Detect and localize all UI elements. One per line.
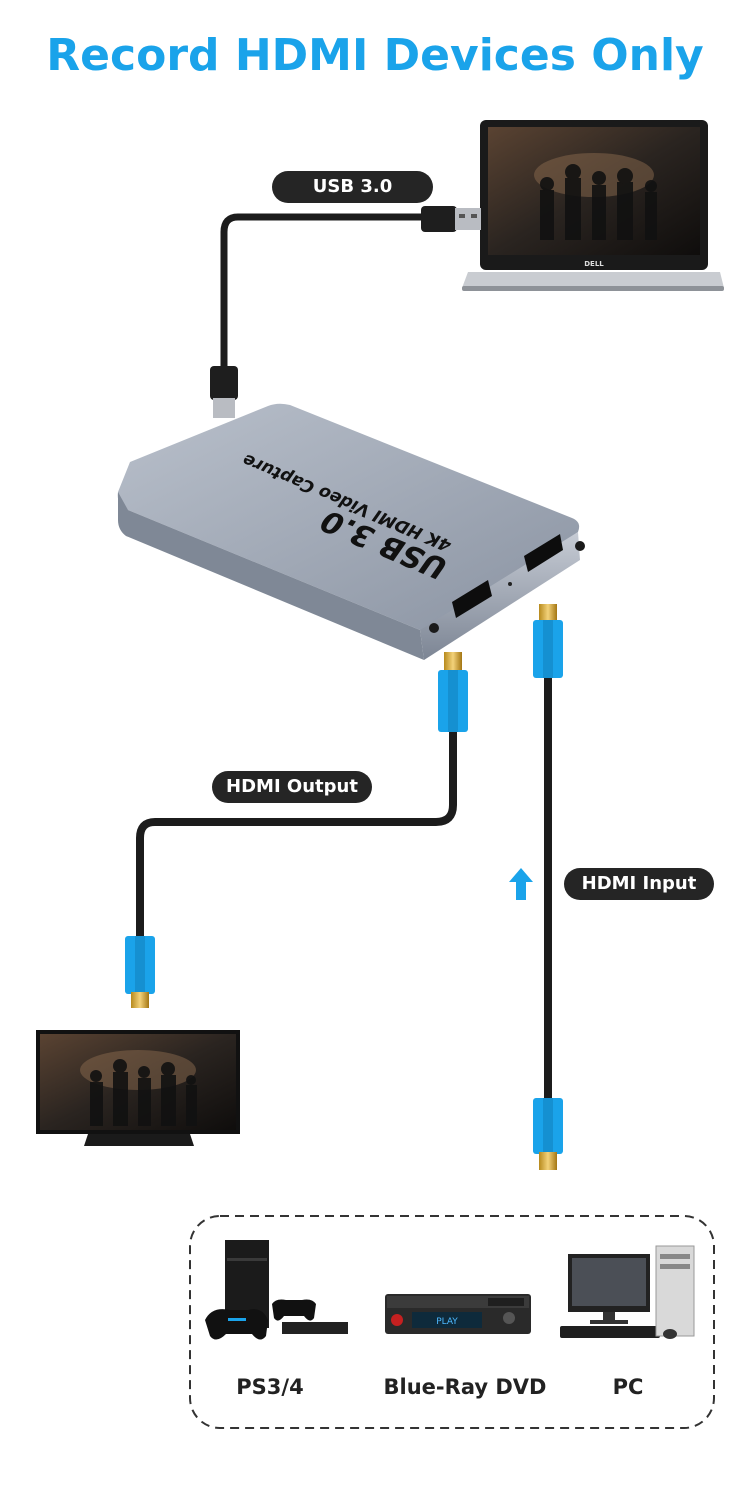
pc-icon — [560, 1246, 694, 1339]
arrow-up-icon — [509, 868, 533, 900]
laptop: DELL — [462, 120, 724, 291]
laptop-brand: DELL — [584, 260, 604, 268]
hdmi-output-cable — [125, 652, 468, 1008]
hdmi-output-label: HDMI Output — [212, 771, 372, 803]
ps-console-icon — [205, 1240, 348, 1340]
bluray-player-icon: PLAY — [385, 1294, 531, 1334]
device-label-bluray: Blue-Ray DVD — [370, 1375, 560, 1399]
hdmi-input-cable — [533, 604, 563, 1170]
device-label-ps: PS3/4 — [220, 1375, 320, 1399]
usb-label: USB 3.0 — [272, 171, 433, 203]
usb-cable — [210, 206, 481, 418]
hdmi-input-label: HDMI Input — [564, 868, 714, 900]
bluray-display-text: PLAY — [436, 1317, 458, 1327]
capture-card: USB 3.0 4K HDMI Video Capture — [118, 404, 585, 660]
tv — [36, 1030, 240, 1146]
device-label-pc: PC — [588, 1375, 668, 1399]
